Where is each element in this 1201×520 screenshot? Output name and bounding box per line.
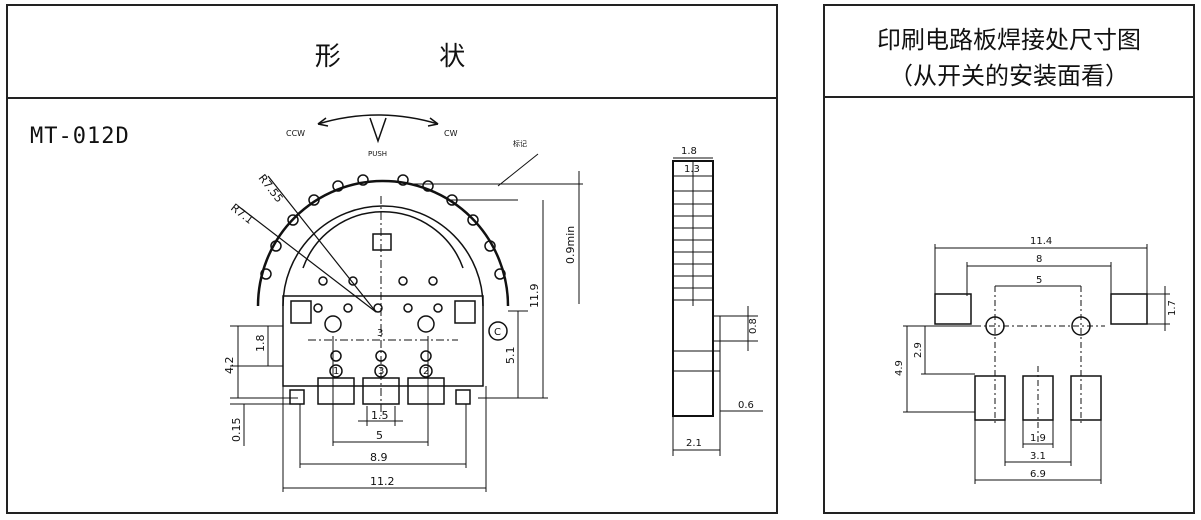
pcb-footprint-drawing: 11.4 8 5 1.7 2.9 4.9 1.9 3.1 6.9: [894, 236, 1178, 484]
cw-arrowhead: [427, 117, 439, 127]
pad-right: [1110, 293, 1148, 325]
shape-title: 形 状: [8, 36, 776, 73]
push-button: [372, 233, 392, 251]
push-arrow: [369, 117, 387, 144]
body-top-arc: [302, 210, 464, 269]
dim-4-2: 4.2: [223, 357, 236, 375]
pad-left: [934, 293, 972, 325]
pcb-dim-1-7: 1.7: [1167, 300, 1178, 316]
side-dim-0-8: 0.8: [748, 318, 759, 334]
side-dim-1-3: 1.3: [684, 164, 700, 175]
pcb-dim-2-9: 2.9: [913, 342, 924, 358]
pcb-dim-1-9: 1.9: [1030, 433, 1046, 444]
dim-1-8: 1.8: [254, 335, 267, 353]
side-dim-2-1: 2.1: [686, 438, 702, 449]
dim-5: 5: [376, 429, 383, 442]
model-label: MT-012D: [30, 124, 130, 149]
terminal-2: [407, 377, 445, 405]
marker-label: 标记: [513, 139, 527, 148]
pcb-dim-5: 5: [1036, 275, 1042, 286]
dim-0-9min: 0.9min: [564, 226, 577, 264]
pcb-dim-8: 8: [1036, 254, 1042, 265]
push-label: PUSH: [368, 150, 387, 158]
pcb-dim-4-9: 4.9: [894, 360, 905, 376]
wheel-teeth: [260, 174, 506, 280]
pin-2-label: 2: [423, 366, 429, 377]
pad-bottom-3: [1070, 375, 1102, 421]
r7-55-label: R7.55: [256, 172, 286, 205]
side-dim-1-8: 1.8: [681, 146, 697, 157]
pcb-dim-11-4: 11.4: [1030, 236, 1052, 247]
pcb-dim-6-9: 6.9: [1030, 469, 1046, 480]
pin-1-label: 1: [333, 366, 339, 377]
terminal-1: [317, 377, 355, 405]
terminal-holes: [313, 276, 508, 378]
shape-panel: 形 状 MT-012D: [6, 4, 778, 514]
dim-1-5: 1.5: [371, 409, 389, 422]
side-view: [672, 157, 763, 456]
dim-11-9: 11.9: [528, 284, 541, 309]
r7-55-leader: [267, 175, 377, 313]
side-dim-0-6: 0.6: [738, 400, 754, 411]
cw-label: CW: [444, 129, 458, 138]
pcb-title-line1: 印刷电路板焊接处尺寸图: [877, 26, 1141, 54]
ccw-label: CCW: [286, 129, 305, 138]
r7-1-leader: [237, 205, 377, 313]
pin-3-top: 3: [377, 328, 383, 339]
dim-11-2: 11.2: [370, 475, 395, 488]
pin-c-label: C: [494, 327, 501, 338]
switch-body: [282, 295, 484, 387]
pcb-panel-header: 印刷电路板焊接处尺寸图 （从开关的安装面看）: [825, 6, 1193, 98]
dim-0-15: 0.15: [230, 418, 243, 443]
pad-bottom-1: [974, 375, 1006, 421]
dim-8-9: 8.9: [370, 451, 388, 464]
r7-1-label: R7.1: [228, 201, 256, 227]
ccw-arrowhead: [317, 117, 329, 127]
rotation-arc: [317, 114, 439, 125]
shape-panel-header: 形 状: [8, 6, 776, 99]
pcb-panel: 印刷电路板焊接处尺寸图 （从开关的安装面看）: [823, 4, 1195, 514]
shape-title-char-2: 状: [439, 42, 470, 72]
dim-5-1: 5.1: [504, 347, 517, 365]
pcb-title-line2: （从开关的安装面看）: [889, 62, 1129, 90]
pin-3-label: 3: [378, 366, 384, 377]
shape-title-char-1: 形: [314, 42, 345, 72]
front-side-drawing: CCW CW PUSH 标记 R7.55 R7.1 0.9min 11.9 5.…: [223, 114, 763, 492]
inner-wheel-arc: [282, 205, 484, 307]
pcb-dim-3-1: 3.1: [1030, 451, 1046, 462]
